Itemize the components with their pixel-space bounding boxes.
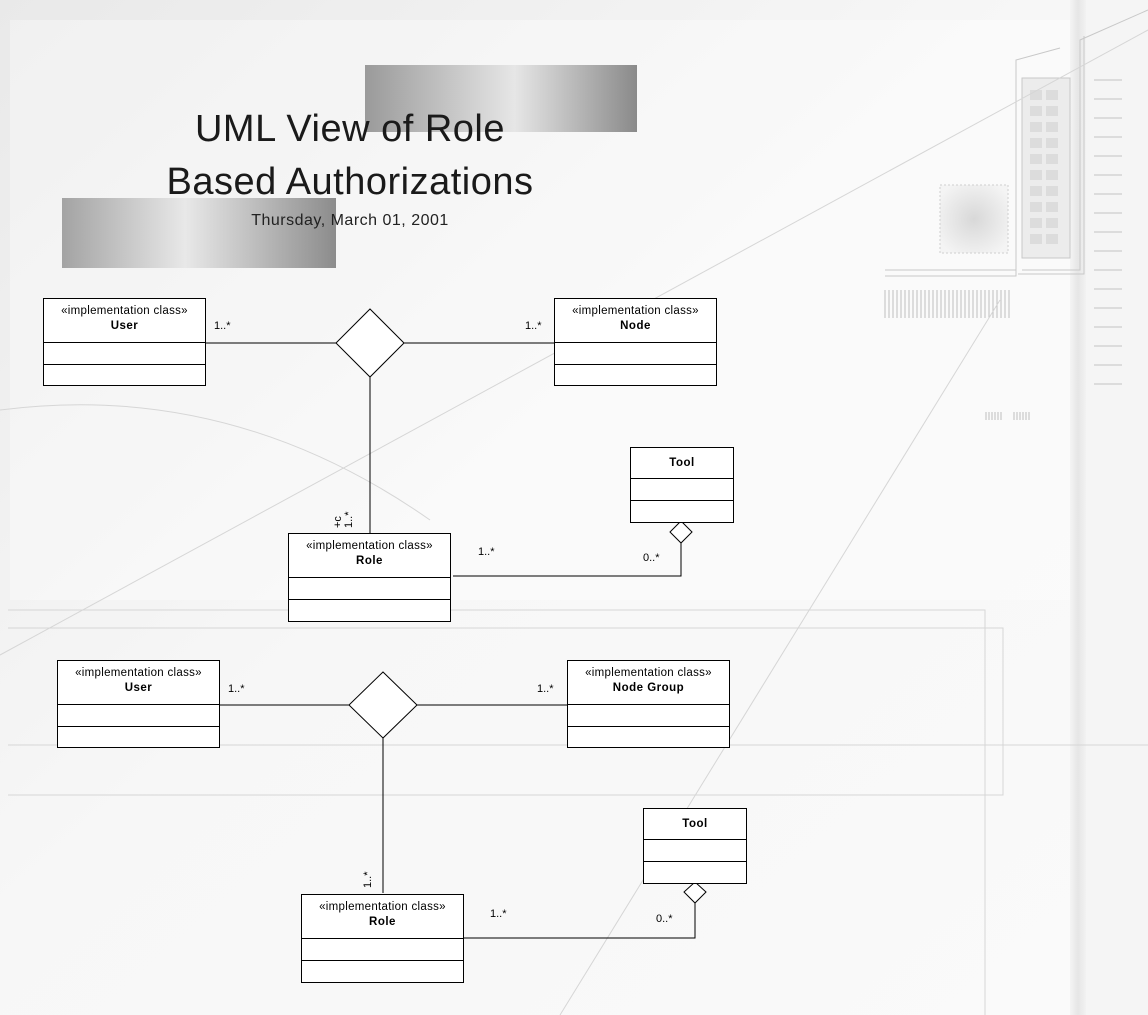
class-node-1[interactable]: «implementation class» Node: [554, 298, 717, 386]
mult-tool-2: 0..*: [656, 913, 673, 925]
mult-tool-1: 0..*: [643, 552, 660, 564]
class-user-1-attributes: [44, 343, 205, 365]
class-role-2-name: Role: [369, 916, 396, 928]
class-user-2-name: User: [124, 682, 153, 694]
mult-role-tool-2: 1..*: [490, 908, 507, 920]
class-role-2-attributes: [302, 939, 463, 961]
class-tool-1-name: Tool: [669, 457, 695, 469]
class-node-group-2-name: Node Group: [612, 682, 685, 694]
n-ary-association-diamond-2: [348, 671, 418, 739]
class-user-1-stereotype: «implementation class»: [61, 305, 188, 317]
title-gradient-bar-bottom: [62, 198, 336, 268]
mult-node-1: 1..*: [525, 320, 542, 332]
class-node-1-attributes: [555, 343, 716, 365]
mult-user-2: 1..*: [228, 683, 245, 695]
class-tool-2-name: Tool: [682, 818, 708, 830]
class-role-2[interactable]: «implementation class» Role: [301, 894, 464, 983]
mult-node-group-2: 1..*: [537, 683, 554, 695]
class-node-1-stereotype: «implementation class»: [572, 305, 699, 317]
class-node-group-2-attributes: [568, 705, 729, 727]
class-tool-1[interactable]: Tool: [630, 447, 734, 523]
mult-role-assoc-2: 1..*: [362, 871, 374, 888]
aggregation-role-tool-line-2: [464, 903, 696, 939]
class-role-1-stereotype: «implementation class»: [306, 540, 433, 552]
class-node-1-operations: [555, 365, 716, 387]
class-role-1-name: Role: [356, 555, 383, 567]
mult-role-assoc-1: +c 1..*: [332, 511, 355, 528]
class-tool-2-attributes: [644, 840, 746, 862]
class-user-2-operations: [58, 727, 219, 749]
aggregation-role-tool-line-1: [453, 543, 682, 577]
slide-title-line2: Based Authorizations: [166, 161, 534, 203]
slide-title-line1: UML View of Role: [194, 108, 505, 150]
class-user-1-operations: [44, 365, 205, 387]
mult-role-tool-1: 1..*: [478, 546, 495, 558]
class-role-2-stereotype: «implementation class»: [319, 901, 446, 913]
aggregation-diamond-2: [683, 881, 707, 904]
class-node-group-2-stereotype: «implementation class»: [585, 667, 712, 679]
class-user-1[interactable]: «implementation class» User: [43, 298, 206, 386]
n-ary-association-diamond-1: [335, 308, 405, 378]
title-gradient-bar-top: [365, 65, 637, 132]
class-user-2[interactable]: «implementation class» User: [57, 660, 220, 748]
class-user-2-attributes: [58, 705, 219, 727]
class-role-2-operations: [302, 961, 463, 983]
class-role-1[interactable]: «implementation class» Role: [288, 533, 451, 622]
class-tool-2-operations: [644, 862, 746, 884]
class-tool-1-attributes: [631, 479, 733, 501]
slide-date: Thursday, March 01, 2001: [251, 212, 449, 229]
class-user-2-stereotype: «implementation class»: [75, 667, 202, 679]
class-tool-1-operations: [631, 501, 733, 523]
class-role-1-operations: [289, 600, 450, 622]
class-role-1-attributes: [289, 578, 450, 600]
aggregation-diamond-1: [669, 520, 693, 544]
class-tool-2[interactable]: Tool: [643, 808, 747, 884]
class-node-1-name: Node: [620, 320, 651, 332]
class-node-group-2-operations: [568, 727, 729, 749]
mult-user-1: 1..*: [214, 320, 231, 332]
class-user-1-name: User: [110, 320, 139, 332]
class-node-group-2[interactable]: «implementation class» Node Group: [567, 660, 730, 748]
